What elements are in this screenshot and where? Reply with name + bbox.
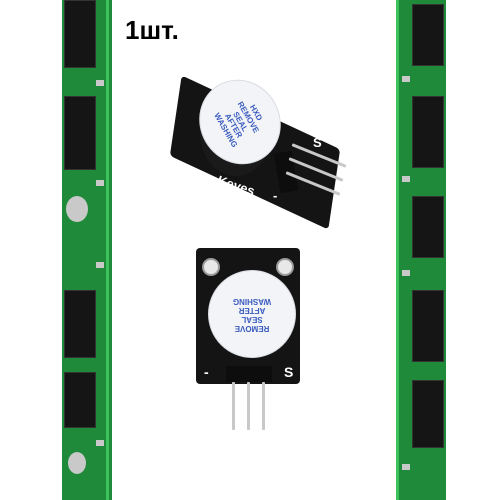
header-pin [247,382,250,430]
pcb-capacitor [68,452,86,474]
right-pcb-strip [396,0,446,500]
pcb-chip [412,196,444,258]
quantity-caption: 1шт. [125,15,179,45]
bottom-buzzer-module: REMOVE SEAL AFTER WASHING - S [196,248,306,433]
sticker-line: WASHING [232,297,272,307]
pcb-pad [96,80,104,86]
pcb-pad [402,176,410,182]
pcb-pad [96,440,104,446]
sticker-line: SEAL [241,314,263,324]
left-pcb-strip [62,0,112,500]
pcb-chip [64,0,96,68]
pin-label-signal: S [313,135,322,150]
pin-label-ground: - [273,188,278,203]
pcb-edge-trace [396,0,399,500]
pcb-chip [64,372,96,428]
mounting-hole [276,258,294,276]
pcb-edge-trace [106,0,109,500]
pcb-chip [64,96,96,170]
pcb-pad [402,270,410,276]
pcb-chip [64,290,96,358]
pin-header [226,366,272,382]
mounting-hole [202,258,220,276]
pcb-chip [412,96,444,168]
pcb-pad [402,464,410,470]
pin-label-ground: - [204,364,209,380]
pcb-pad [96,262,104,268]
buzzer-sticker: REMOVE SEAL AFTER WASHING [208,270,296,358]
pcb-capacitor [66,196,88,222]
pin-label-signal: S [284,364,294,380]
header-pin [262,382,265,430]
pcb-pad [96,180,104,186]
pcb-chip [412,380,444,448]
top-buzzer-module: HXD REMOVE SEAL AFTER WASHING S - Keyes [165,64,365,230]
sticker-line: AFTER [238,306,266,315]
pcb-chip [412,4,444,66]
header-pin [232,382,235,430]
sticker-line: REMOVE [234,323,270,333]
pcb-chip [412,290,444,362]
pcb-pad [402,76,410,82]
